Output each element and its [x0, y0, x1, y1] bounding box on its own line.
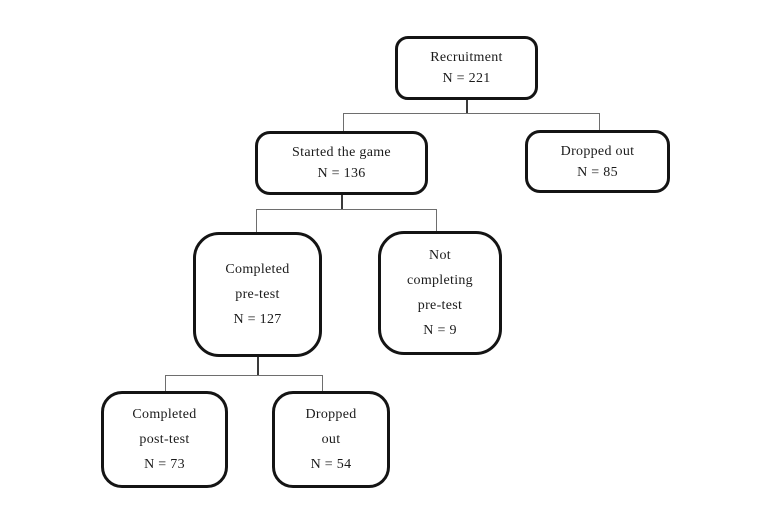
- node-count: N = 9: [423, 323, 457, 338]
- node-completed-posttest: Completed post-test N = 73: [101, 391, 228, 488]
- connector-to-completed-pretest: [256, 209, 257, 233]
- node-dropped-out-recruitment: Dropped out N = 85: [525, 130, 670, 193]
- connector-recruitment-stem: [466, 100, 468, 114]
- connector-started-game-stem: [341, 195, 343, 210]
- node-dropped-out-posttest: Dropped out N = 54: [272, 391, 390, 488]
- node-label: Recruitment: [430, 50, 503, 65]
- connector-to-completed-posttest: [165, 375, 166, 392]
- node-label: Completed: [225, 262, 290, 277]
- node-not-completing-pretest: Not completing pre-test N = 9: [378, 231, 502, 355]
- node-label: completing: [407, 273, 473, 288]
- node-label: pre-test: [235, 287, 280, 302]
- connector-to-dropped-out-2: [322, 375, 323, 392]
- node-label: Dropped out: [560, 143, 635, 159]
- connector-recruitment-crossbar: [343, 113, 600, 114]
- node-count: N = 136: [317, 166, 366, 181]
- node-label: out: [321, 432, 341, 447]
- node-label: Completed: [132, 407, 197, 422]
- node-count: N = 73: [144, 457, 185, 472]
- connector-to-not-completing: [436, 209, 437, 232]
- connector-to-dropped-out-1: [599, 113, 600, 131]
- connector-started-game-crossbar: [256, 209, 437, 210]
- node-count: N = 54: [310, 457, 352, 472]
- node-completed-pretest: Completed pre-test N = 127: [193, 232, 322, 357]
- connector-to-started-game: [343, 113, 344, 132]
- node-count: N = 221: [442, 71, 491, 86]
- node-started-game: Started the game N = 136: [255, 131, 428, 195]
- node-recruitment: Recruitment N = 221: [395, 36, 538, 100]
- node-label: post-test: [139, 432, 190, 447]
- node-count: N = 127: [233, 312, 282, 327]
- node-count: N = 85: [577, 164, 618, 180]
- node-label: Dropped: [305, 407, 357, 422]
- connector-completed-pretest-stem: [257, 357, 259, 376]
- node-label: pre-test: [417, 298, 463, 313]
- node-label: Started the game: [292, 145, 391, 160]
- node-label: Not: [429, 248, 451, 263]
- connector-completed-pretest-crossbar: [165, 375, 323, 376]
